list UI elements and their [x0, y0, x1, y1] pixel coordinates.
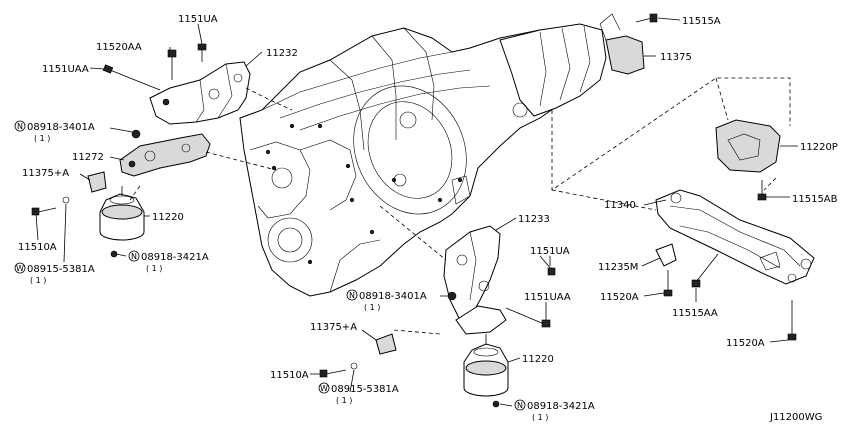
- bracket-11235M: [655, 243, 677, 267]
- nut-symbol: [346, 289, 358, 301]
- callout-08918-3401A-left-qty: ( 1 ): [34, 134, 50, 143]
- bolt-11510A-left: [31, 196, 70, 216]
- nut-symbol: [514, 399, 526, 411]
- washer-symbol-letter: W: [16, 264, 24, 273]
- bolt-1151UAA-mid: [505, 307, 551, 328]
- callout-08918-3421A-mid-qty: ( 1 ): [532, 413, 548, 422]
- callout-08918-3421A-left-qty: ( 1 ): [146, 264, 162, 273]
- washer-symbol: [14, 262, 26, 274]
- nut-symbol: [128, 250, 140, 262]
- callout-1151UAA-mid: 1151UAA: [524, 292, 571, 303]
- callout-11220P: 11220P: [800, 142, 838, 153]
- callout-11375: 11375: [660, 52, 692, 63]
- callout-08918-3401A-mid-qty: ( 1 ): [364, 303, 380, 312]
- callout-11340: 11340: [604, 200, 636, 211]
- nut-symbol-letter: N: [17, 122, 23, 131]
- bracket-11375: [599, 13, 645, 75]
- bolt-11520A-mid: [663, 270, 673, 297]
- bolt-11515A: [635, 13, 658, 23]
- callout-08918-3401A-left: 08918-3401A: [27, 122, 95, 133]
- engine-transmission-assembly: [239, 23, 607, 297]
- callout-1151UA-top: 1151UA: [178, 14, 218, 25]
- diagram-id: J11200WG: [769, 412, 822, 423]
- bolt-11515AB: [757, 180, 767, 201]
- callout-1151UAA-top: 1151UAA: [42, 64, 89, 75]
- dashed-connectors: [129, 77, 791, 335]
- callout-08918-3401A-mid: 08918-3401A: [359, 291, 427, 302]
- nut-symbol-letter: N: [517, 401, 523, 410]
- callout-11515AA: 11515AA: [672, 308, 718, 319]
- nut-symbol-letter: N: [131, 252, 137, 261]
- callout-08918-3421A-left: 08918-3421A: [141, 252, 209, 263]
- callout-11232: 11232: [266, 48, 298, 59]
- callout-1151UA-mid: 1151UA: [530, 246, 570, 257]
- callout-11510A-left: 11510A: [18, 242, 57, 253]
- insulator-11375A-left: [87, 171, 107, 193]
- mount-11220-mid: [463, 334, 509, 408]
- callout-11515AB: 11515AB: [792, 194, 838, 205]
- mount-11220P: [715, 119, 781, 173]
- nut-08918-3401A-mid-part: [447, 291, 457, 301]
- bolt-11510A-mid: [319, 362, 358, 378]
- bolt-1151UA-mid: [539, 255, 556, 276]
- callout-08915-5381A-mid: 08915-5381A: [331, 384, 399, 395]
- nut-08918-3401A-left-part: [131, 129, 141, 139]
- nut-symbol: [14, 120, 26, 132]
- nut-symbol-letter: N: [349, 291, 355, 300]
- bracket-11272: [119, 133, 211, 177]
- callout-11375A-left: 11375+A: [22, 168, 69, 179]
- callout-11220-left: 11220: [152, 212, 184, 223]
- crossmember-11340: [655, 189, 815, 285]
- callout-11515A: 11515A: [682, 16, 721, 27]
- callout-11233: 11233: [518, 214, 550, 225]
- insulator-11375A-mid: [375, 333, 397, 355]
- bolt-11520A-bottom: [787, 300, 797, 341]
- callout-08918-3421A-mid: 08918-3421A: [527, 401, 595, 412]
- callout-11375A-mid: 11375+A: [310, 322, 357, 333]
- washer-symbol-letter: W: [320, 384, 328, 393]
- callout-labels: 11232 1151UA 11520AA 1151UAA N 08918-340…: [14, 14, 838, 423]
- washer-symbol: [318, 382, 330, 394]
- callout-11220-mid: 11220: [522, 354, 554, 365]
- callout-08915-5381A-left-qty: ( 1 ): [30, 276, 46, 285]
- callout-11510A-mid: 11510A: [270, 370, 309, 381]
- bracket-11233: [443, 225, 507, 335]
- callout-08915-5381A-mid-qty: ( 1 ): [336, 396, 352, 405]
- leader-lines: [35, 17, 798, 407]
- mount-11220-left: [99, 186, 145, 258]
- callout-11520AA: 11520AA: [96, 42, 142, 53]
- callout-11520A-mid: 11520A: [600, 292, 639, 303]
- callout-11235M: 11235M: [598, 262, 638, 273]
- bolt-11515AA: [691, 253, 719, 288]
- bolt-11520AA: [167, 49, 177, 80]
- callout-08915-5381A-left: 08915-5381A: [27, 264, 95, 275]
- bolt-1151UAA-top: [102, 64, 161, 91]
- bolt-1151UA-top: [197, 43, 207, 62]
- bracket-11232: [149, 61, 251, 125]
- callout-11272: 11272: [72, 152, 104, 163]
- callout-11520A-bottom: 11520A: [726, 338, 765, 349]
